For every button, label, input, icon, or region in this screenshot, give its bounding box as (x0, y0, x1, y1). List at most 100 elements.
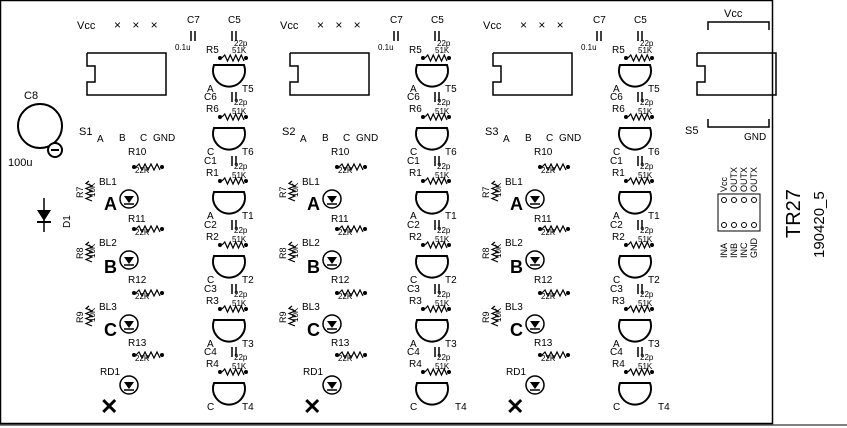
c1-value: 22p (234, 162, 248, 171)
c6-label: C6 (407, 92, 420, 103)
t6-pin-label: C (613, 147, 620, 158)
r3-resistor (627, 304, 651, 314)
c4-label: C4 (407, 347, 420, 358)
c6-value: 22p (234, 98, 248, 107)
t5-transistor (415, 64, 449, 88)
c3-value: 22p (437, 290, 451, 299)
t3-label: T3 (242, 339, 254, 350)
c2-label: C2 (610, 220, 623, 231)
r1-label: R1 (206, 168, 219, 179)
switch-a: A (300, 134, 307, 145)
right-gnd-label: GND (744, 132, 766, 143)
c2-value: 22p (437, 226, 451, 235)
r4-label: R4 (409, 359, 422, 370)
t1-pin-label: A (613, 211, 620, 222)
t2-pin-label: C (613, 275, 620, 286)
r2-resistor (627, 240, 651, 250)
r10-resistor (541, 162, 567, 172)
bl3-label: BL3 (505, 302, 523, 313)
big-x-mark: ✕ (506, 394, 524, 419)
s-label: S3 (485, 126, 498, 138)
r3-label: R3 (409, 296, 422, 307)
r8-label: R8 (278, 247, 288, 259)
c4-label: C4 (610, 347, 623, 358)
c2-value: 22p (234, 226, 248, 235)
c5-label: C5 (228, 15, 241, 26)
t3-transistor (212, 319, 246, 343)
t3-transistor (618, 319, 652, 343)
r11-label: R11 (331, 214, 349, 225)
r1-label: R1 (612, 168, 625, 179)
diode-d1: D1 (37, 198, 73, 232)
right-vcc-label: Vcc (724, 8, 743, 20)
r6-label: R6 (206, 104, 219, 115)
t3-pin-label: A (207, 339, 214, 350)
c6-label: C6 (610, 92, 623, 103)
c8-body (17, 103, 63, 149)
switch-c: C (140, 133, 147, 144)
r7-resistor (84, 180, 94, 202)
t2-transistor (618, 255, 652, 279)
r5-value: 51K (435, 46, 450, 55)
r12-label: R12 (128, 275, 147, 286)
r11-label: R11 (128, 214, 146, 225)
r5-label: R5 (612, 45, 625, 56)
switch-c: C (343, 133, 350, 144)
r9-value: 10K (291, 307, 300, 322)
r10-value: 22K (338, 166, 353, 175)
c3-label: C3 (610, 284, 623, 295)
c5-value: 22p (640, 39, 654, 48)
unused-pins-marks: × × × (520, 18, 568, 32)
t4-pin-label: C (613, 402, 620, 413)
r9-resistor (84, 305, 94, 327)
t5-pin-label: A (410, 84, 417, 95)
t2-label: T2 (445, 275, 457, 286)
bl2-led (322, 250, 342, 270)
r1-label: R1 (409, 168, 422, 179)
r13-resistor (338, 350, 364, 360)
ic-socket-outline (86, 52, 167, 96)
c7-value: 0.1u (581, 43, 597, 52)
t1-pin-label: A (207, 211, 214, 222)
r7-value: 10K (494, 182, 503, 197)
c2-label: C2 (407, 220, 420, 231)
r5-resistor (221, 53, 245, 63)
r11-resistor (135, 224, 161, 234)
switch-b: B (119, 133, 126, 144)
r5-value: 51K (232, 46, 247, 55)
t6-transistor (618, 127, 652, 151)
t4-pin-label: C (207, 402, 214, 413)
t3-pin-label: A (613, 339, 620, 350)
c2-label: C2 (204, 220, 217, 231)
s-label: S1 (79, 126, 92, 138)
r12-label: R12 (331, 275, 350, 286)
vcc-label: Vcc (280, 20, 299, 32)
switch-a: A (503, 134, 510, 145)
r6-label: R6 (409, 104, 422, 115)
bl3-led (119, 314, 139, 334)
r7-label: R7 (278, 186, 288, 198)
rd1-led (322, 375, 342, 395)
r10-label: R10 (534, 147, 553, 158)
r3-resistor (221, 304, 245, 314)
c5-label: C5 (634, 15, 647, 26)
c1-label: C1 (610, 156, 623, 167)
big-x-mark: ✕ (303, 394, 321, 419)
big-letter-1: A (104, 194, 117, 214)
r7-label: R7 (481, 186, 491, 198)
big-x-mark: ✕ (100, 394, 118, 419)
r13-label: R13 (128, 338, 147, 349)
r3-value: 51K (638, 299, 653, 308)
r3-value: 51K (232, 299, 247, 308)
right-ic-body (696, 52, 777, 96)
t5-label: T5 (648, 84, 660, 95)
r9-label: R9 (75, 311, 85, 323)
switch-b: B (322, 133, 329, 144)
r13-label: R13 (331, 338, 350, 349)
r7-value: 10K (291, 182, 300, 197)
r8-label: R8 (75, 247, 85, 259)
r11-resistor (541, 224, 567, 234)
r10-value: 22K (541, 166, 556, 175)
r12-resistor (135, 288, 161, 298)
s5-label: S5 (685, 125, 698, 137)
